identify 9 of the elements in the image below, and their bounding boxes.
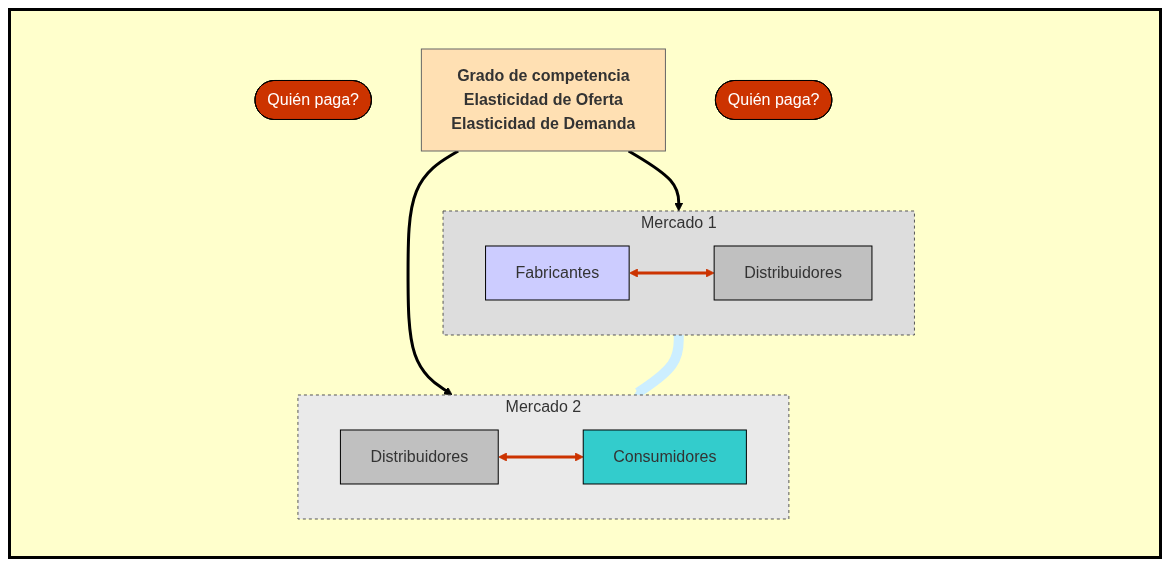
node-box: Grado de competencia Elasticidad de Oferta Elasticidad de Demanda — [421, 48, 667, 151]
node-box: Consumidores — [583, 429, 748, 484]
arrow — [628, 149, 684, 211]
node-box: Distribuidores — [713, 245, 873, 300]
node-box: Distribuidores — [340, 429, 499, 484]
arrow — [629, 268, 715, 277]
arrow — [406, 149, 460, 395]
node-box: Fabricantes — [485, 245, 630, 300]
arrow — [498, 452, 584, 461]
